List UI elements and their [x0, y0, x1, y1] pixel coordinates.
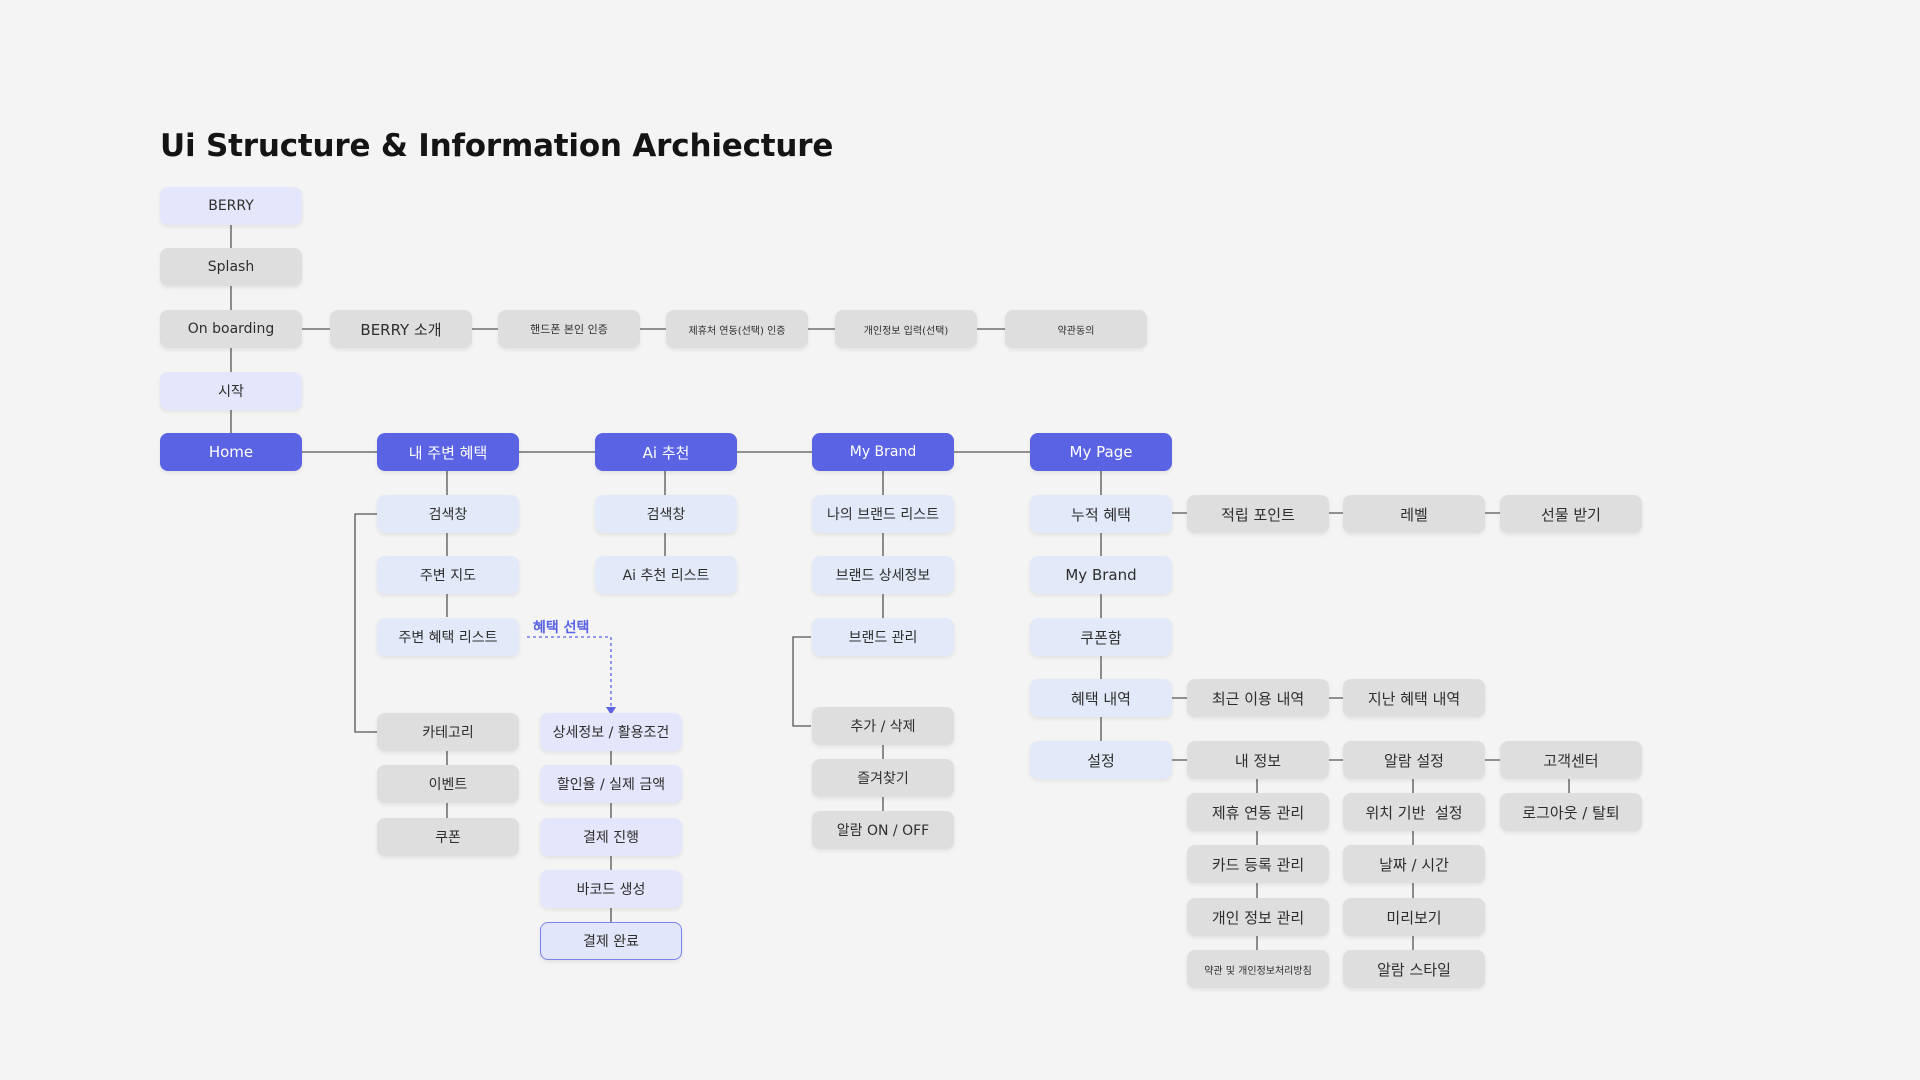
node-brand-favorite[interactable]: 즐겨찾기	[812, 759, 954, 797]
node-alarm-settings[interactable]: 알람 설정	[1343, 741, 1485, 779]
node-berry[interactable]: BERRY	[160, 187, 302, 225]
node-onboarding[interactable]: On boarding	[160, 310, 302, 348]
node-settings[interactable]: 설정	[1030, 741, 1172, 779]
node-event[interactable]: 이벤트	[377, 765, 519, 803]
node-coupon-box[interactable]: 쿠폰함	[1030, 618, 1172, 656]
node-nearby-benefits[interactable]: 내 주변 혜택	[377, 433, 519, 471]
node-terms[interactable]: 약관동의	[1005, 310, 1147, 348]
node-home[interactable]: Home	[160, 433, 302, 471]
node-ai-search[interactable]: 검색창	[595, 495, 737, 533]
node-barcode[interactable]: 바코드 생성	[540, 870, 682, 908]
node-payment-progress[interactable]: 결제 진행	[540, 818, 682, 856]
node-mypage-brand[interactable]: My Brand	[1030, 556, 1172, 594]
node-detail-conditions[interactable]: 상세정보 / 활용조건	[540, 713, 682, 751]
node-location-settings[interactable]: 위치 기반 설정	[1343, 793, 1485, 831]
node-ai-recommend[interactable]: Ai 추천	[595, 433, 737, 471]
node-berry-intro[interactable]: BERRY 소개	[330, 310, 472, 348]
node-terms-privacy[interactable]: 약관 및 개인정보처리방침	[1187, 950, 1329, 988]
node-customer-center[interactable]: 고객센터	[1500, 741, 1642, 779]
node-recent-usage[interactable]: 최근 이용 내역	[1187, 679, 1329, 717]
node-my-page[interactable]: My Page	[1030, 433, 1172, 471]
node-coupon[interactable]: 쿠폰	[377, 818, 519, 856]
node-nearby-search[interactable]: 검색창	[377, 495, 519, 533]
node-payment-complete[interactable]: 결제 완료	[540, 922, 682, 960]
arrow-head-icon	[606, 707, 616, 715]
node-alarm-style[interactable]: 알람 스타일	[1343, 950, 1485, 988]
node-points[interactable]: 적립 포인트	[1187, 495, 1329, 533]
node-personal-input[interactable]: 개인정보 입력(선택)	[835, 310, 977, 348]
node-benefit-history[interactable]: 혜택 내역	[1030, 679, 1172, 717]
node-ai-list[interactable]: Ai 추천 리스트	[595, 556, 737, 594]
node-partner-manage[interactable]: 제휴 연동 관리	[1187, 793, 1329, 831]
connector	[792, 636, 811, 727]
node-date-time[interactable]: 날짜 / 시간	[1343, 845, 1485, 883]
node-start[interactable]: 시작	[160, 372, 302, 410]
benefit-select-arrow	[527, 636, 612, 709]
node-privacy-manage[interactable]: 개인 정보 관리	[1187, 898, 1329, 936]
node-gift[interactable]: 선물 받기	[1500, 495, 1642, 533]
node-brand-manage[interactable]: 브랜드 관리	[812, 618, 954, 656]
node-brand-add-delete[interactable]: 추가 / 삭제	[812, 707, 954, 745]
node-logout-withdraw[interactable]: 로그아웃 / 탈퇴	[1500, 793, 1642, 831]
node-brand-detail[interactable]: 브랜드 상세정보	[812, 556, 954, 594]
page-title: Ui Structure & Information Archiecture	[160, 128, 834, 164]
node-partner-auth[interactable]: 제휴처 연동(선택) 인증	[666, 310, 808, 348]
node-brand-list[interactable]: 나의 브랜드 리스트	[812, 495, 954, 533]
node-card-manage[interactable]: 카드 등록 관리	[1187, 845, 1329, 883]
node-phone-auth[interactable]: 핸드폰 본인 인증	[498, 310, 640, 348]
node-level[interactable]: 레벨	[1343, 495, 1485, 533]
node-discount-price[interactable]: 할인율 / 실제 금액	[540, 765, 682, 803]
node-past-benefits[interactable]: 지난 혜택 내역	[1343, 679, 1485, 717]
benefit-select-label: 혜택 선택	[533, 620, 590, 636]
connector	[354, 513, 377, 733]
node-splash[interactable]: Splash	[160, 248, 302, 286]
node-nearby-map[interactable]: 주변 지도	[377, 556, 519, 594]
node-nearby-list[interactable]: 주변 혜택 리스트	[377, 618, 519, 656]
node-my-brand[interactable]: My Brand	[812, 433, 954, 471]
node-my-info[interactable]: 내 정보	[1187, 741, 1329, 779]
node-accumulated[interactable]: 누적 혜택	[1030, 495, 1172, 533]
node-category[interactable]: 카테고리	[377, 713, 519, 751]
node-preview[interactable]: 미리보기	[1343, 898, 1485, 936]
node-brand-alarm[interactable]: 알람 ON / OFF	[812, 811, 954, 849]
